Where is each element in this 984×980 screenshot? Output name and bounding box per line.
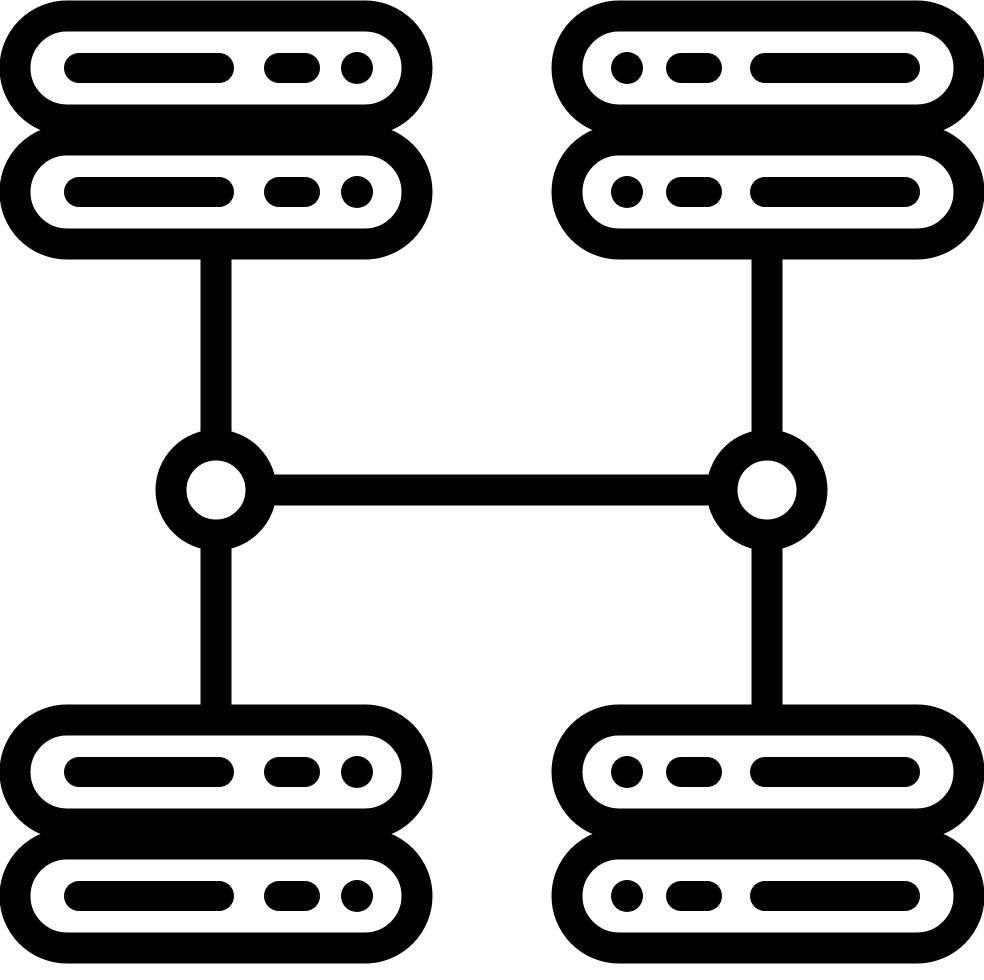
server-unit <box>551 124 984 260</box>
status-light <box>611 880 643 912</box>
status-light <box>611 176 643 208</box>
network-connectors <box>200 255 783 720</box>
server-stack-top-right <box>551 0 984 260</box>
server-stack-top-left <box>0 0 433 260</box>
server-unit <box>0 704 433 840</box>
status-light <box>341 880 373 912</box>
server-stack-bottom-left <box>0 704 433 964</box>
status-light <box>611 52 643 84</box>
server-stack-bottom-right <box>551 704 984 964</box>
status-light <box>341 52 373 84</box>
hub-nodes <box>155 429 828 551</box>
status-light <box>611 756 643 788</box>
server-unit <box>551 0 984 136</box>
status-light <box>341 176 373 208</box>
server-unit <box>0 0 433 136</box>
network-hub-left <box>155 429 277 551</box>
server-unit <box>0 124 433 260</box>
server-unit <box>551 704 984 840</box>
server-unit <box>551 828 984 964</box>
server-unit <box>0 828 433 964</box>
status-light <box>341 756 373 788</box>
network-hub-right <box>706 429 828 551</box>
